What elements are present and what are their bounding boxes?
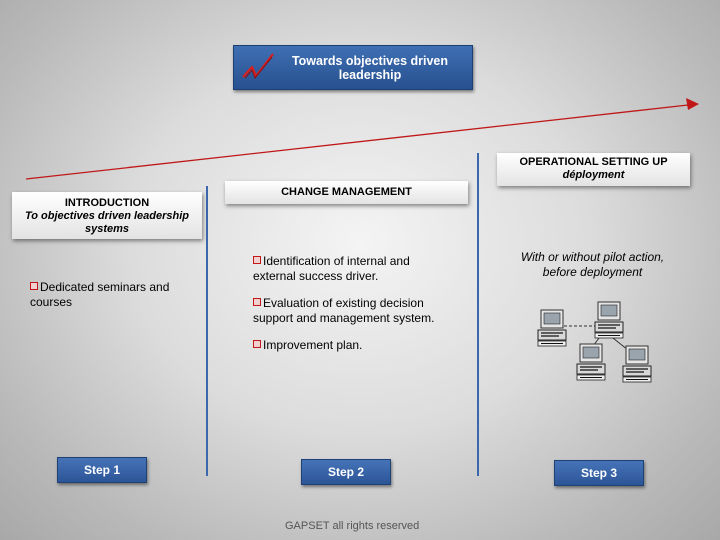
step-3-button[interactable]: Step 3 bbox=[554, 460, 644, 486]
footer-copyright: GAPSET all rights reserved bbox=[285, 520, 420, 532]
checkbox-bullet-icon bbox=[253, 256, 261, 264]
intro-bullets: Dedicated seminars and courses bbox=[30, 280, 200, 322]
title-line-1: Towards objectives driven bbox=[291, 54, 449, 68]
header-change-management: CHANGE MANAGEMENT bbox=[225, 181, 468, 204]
computer-network-icon bbox=[537, 301, 652, 383]
checkbox-bullet-icon bbox=[253, 340, 261, 348]
list-item: Evaluation of existing decision support … bbox=[253, 296, 435, 325]
header-introduction-sub-2: systems bbox=[84, 223, 130, 235]
list-item: Dedicated seminars and courses bbox=[30, 280, 170, 309]
checkbox-bullet-icon bbox=[30, 282, 38, 290]
pilot-text: With or without pilot action, before dep… bbox=[520, 250, 665, 279]
checkbox-bullet-icon bbox=[253, 298, 261, 306]
computer-icon bbox=[537, 309, 567, 347]
computer-icon bbox=[622, 345, 652, 383]
checkmark-icon bbox=[242, 53, 274, 79]
step-1-button[interactable]: Step 1 bbox=[57, 457, 147, 483]
title-line-2: leadership bbox=[338, 68, 402, 82]
header-operational-title: OPERATIONAL SETTING UP bbox=[519, 156, 668, 168]
column-divider-1 bbox=[206, 186, 208, 476]
header-introduction: INTRODUCTION To objectives driven leader… bbox=[12, 192, 202, 239]
list-item: Identification of internal and external … bbox=[253, 254, 410, 283]
header-operational: OPERATIONAL SETTING UP déployment bbox=[497, 153, 690, 186]
header-operational-sub: déployment bbox=[562, 169, 625, 181]
header-change-management-title: CHANGE MANAGEMENT bbox=[281, 186, 412, 198]
change-bullets: Identification of internal and external … bbox=[253, 254, 468, 365]
computer-icon bbox=[594, 301, 624, 339]
computer-icon bbox=[576, 343, 606, 381]
list-item: Improvement plan. bbox=[253, 338, 468, 353]
title-box: Towards objectives driven leadership bbox=[233, 45, 473, 90]
step-2-button[interactable]: Step 2 bbox=[301, 459, 391, 485]
column-divider-2 bbox=[477, 153, 479, 476]
header-introduction-title: INTRODUCTION bbox=[64, 197, 150, 209]
header-introduction-sub-1: To objectives driven leadership bbox=[24, 210, 190, 222]
